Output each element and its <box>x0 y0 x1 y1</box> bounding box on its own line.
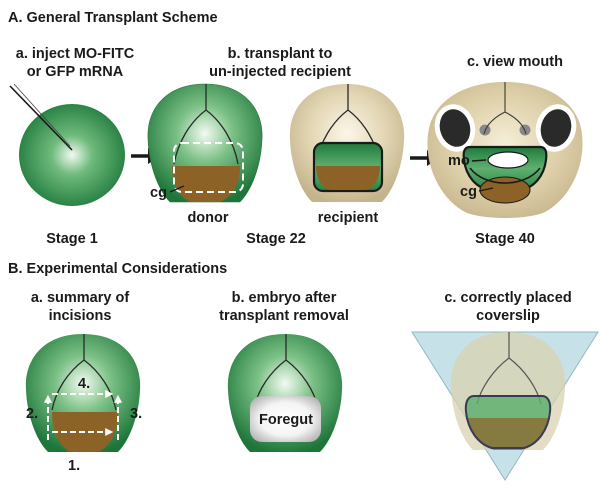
step-a-label-line1: a. inject MO-FITC <box>16 46 135 62</box>
donor-label: donor <box>187 210 228 226</box>
b-step-b-line2: transplant removal <box>219 308 349 324</box>
b-step-b-line1: b. embryo after <box>232 290 337 306</box>
step-c-label: c. view mouth <box>467 54 563 70</box>
step-b-label-line2: un-injected recipient <box>209 64 351 80</box>
mo-label: mo <box>448 153 470 169</box>
stage40-label: Stage 40 <box>475 231 535 247</box>
incision-3-label: 3. <box>130 406 142 422</box>
b-step-c-line1: c. correctly placed <box>444 290 571 306</box>
recipient-label: recipient <box>318 210 379 226</box>
cg-label-stage40: cg <box>460 184 477 200</box>
incision-1-label: 1. <box>68 458 80 474</box>
donor-embryo <box>147 83 263 203</box>
mouth-opening <box>487 151 529 169</box>
incision-2-label: 2. <box>26 406 38 422</box>
section-a-title: A. General Transplant Scheme <box>8 10 218 26</box>
section-b-title: B. Experimental Considerations <box>8 261 227 277</box>
transplant-region-dashed <box>173 142 244 193</box>
injection-needle <box>9 85 73 151</box>
incisions-embryo <box>25 334 141 452</box>
cg-label-donor: cg <box>150 185 167 201</box>
stage1-label: Stage 1 <box>46 231 98 247</box>
b-step-a-line1: a. summary of <box>31 290 129 306</box>
cement-gland <box>479 176 531 204</box>
foregut-region <box>250 396 321 442</box>
embryo-after-removal <box>227 334 343 452</box>
b-step-a-line2: incisions <box>49 308 112 324</box>
b-step-c-line2: coverslip <box>476 308 540 324</box>
foregut-label: Foregut <box>259 412 313 428</box>
stage22-label: Stage 22 <box>246 231 306 247</box>
coverslip-embryo <box>411 331 599 481</box>
recipient-embryo <box>289 84 405 202</box>
stage1-egg <box>9 83 125 206</box>
incision-4-label: 4. <box>78 376 90 392</box>
stage40-embryo <box>427 82 583 218</box>
step-b-label-line1: b. transplant to <box>228 46 333 62</box>
step-a-label-line2: or GFP mRNA <box>27 64 124 80</box>
